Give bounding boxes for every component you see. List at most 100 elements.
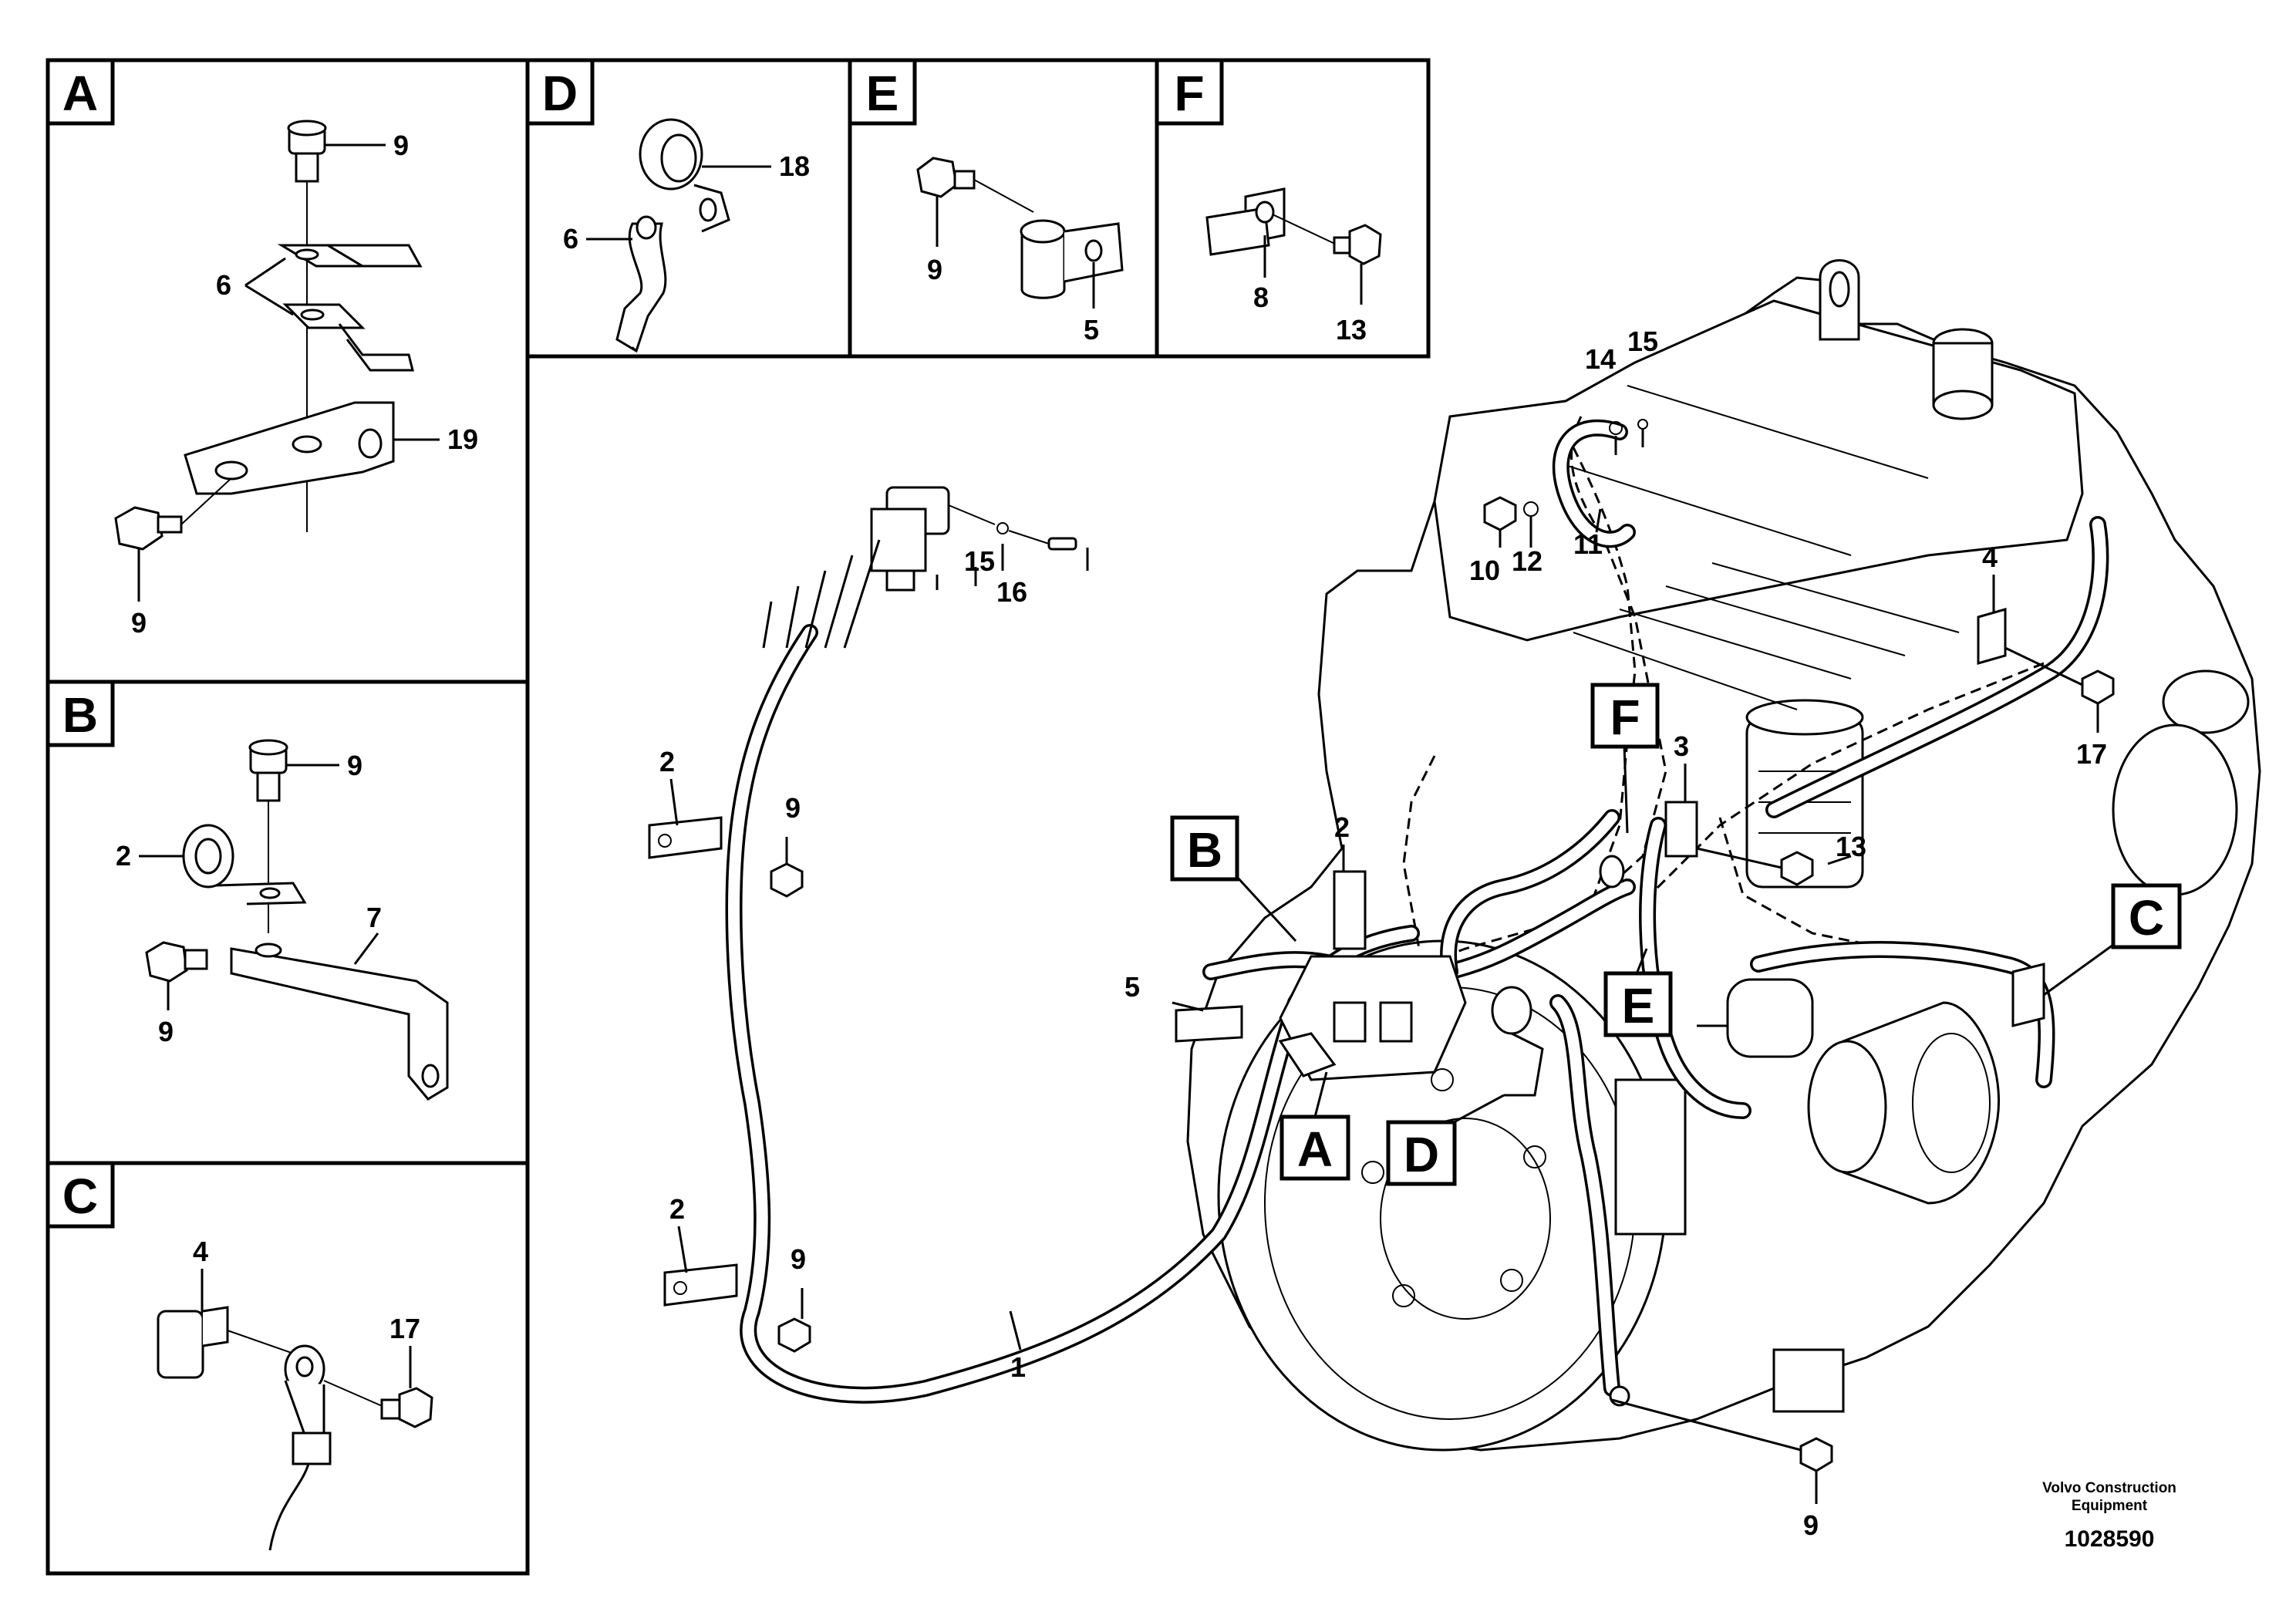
bolt-icon (2081, 669, 2115, 705)
clamp-icon (1333, 870, 1367, 950)
callout-4: 4 (1982, 541, 1998, 573)
bolt-icon (380, 1387, 433, 1428)
connector-icon (157, 1306, 229, 1379)
callout-2-engine: 2 (1334, 811, 1350, 843)
clamp-icon (1491, 986, 1544, 1097)
callout-16: 16 (996, 576, 1027, 608)
callout-15-sensor: 15 (964, 545, 995, 577)
main-callouts: 15 16 2 9 2 9 1 5 2 3 13 4 17 14 15 10 1… (659, 325, 2107, 1541)
bolt-icon (145, 941, 208, 983)
callout-5: 5 (1124, 971, 1140, 1003)
svg-text:B: B (1187, 822, 1222, 878)
connector-icon (870, 486, 950, 592)
document-number: 1028590 (2065, 1526, 2155, 1552)
callout-a-6: 6 (216, 269, 231, 301)
view-tag-a: A (1279, 1114, 1350, 1181)
bracket-icon (184, 401, 395, 495)
callout-2-lower: 2 (669, 1193, 685, 1225)
company-name: Volvo Construction (2042, 1480, 2176, 1496)
panel-letter-f: F (1174, 66, 1204, 121)
callout-f-8: 8 (1253, 282, 1269, 313)
panel-c: C 4 17 (46, 1161, 433, 1551)
view-tag-c: C (2111, 883, 2182, 949)
clamp-icon (639, 118, 730, 233)
footer: Volvo Construction Equipment 1028590 (2042, 1480, 2176, 1552)
clamp-icon (1175, 1005, 1243, 1043)
view-tag-e: E (1603, 971, 1673, 1037)
callout-b-9-top: 9 (347, 750, 362, 781)
callout-2-upper: 2 (659, 746, 675, 777)
ring-terminal-icon (268, 1344, 332, 1551)
panel-frames (46, 58, 1431, 1576)
callout-c-17: 17 (389, 1313, 420, 1344)
view-tag-f: F (1590, 683, 1660, 749)
callout-9-lower: 9 (791, 1243, 806, 1275)
company-name-line2: Equipment (2072, 1498, 2148, 1514)
callout-b-9-bottom: 9 (158, 1016, 174, 1047)
panel-a: A 9 6 19 (46, 58, 478, 639)
svg-text:C: C (2129, 890, 2164, 946)
bolt-icon (1799, 1437, 1833, 1472)
control-module-icon (1278, 955, 1467, 1081)
bolt-icon (777, 1317, 811, 1353)
callout-13: 13 (1836, 831, 1866, 862)
clip-icon (1205, 187, 1286, 256)
panel-f: F 8 13 (1155, 58, 1382, 346)
callout-3: 3 (1674, 730, 1689, 762)
clamp-icon (648, 816, 723, 859)
view-tags: B A D F E C (1170, 683, 2182, 1186)
svg-text:F: F (1610, 690, 1640, 745)
starter-motor-icon (1697, 978, 1814, 1058)
svg-text:D: D (1404, 1127, 1439, 1182)
bracket-icon (615, 215, 667, 353)
oil-filter-icon (1807, 1001, 2000, 1205)
bolt-icon (287, 120, 327, 183)
panel-letter-d: D (542, 66, 578, 121)
callout-d-18: 18 (779, 150, 810, 182)
turbo-icon (2112, 669, 2250, 896)
panel-d: D 18 6 (525, 58, 810, 353)
panel-letter-e: E (866, 66, 899, 121)
callout-10: 10 (1469, 555, 1500, 586)
oil-filler-cap-icon (1932, 328, 1994, 420)
clip-icon (277, 244, 423, 268)
clamp-icon (1020, 219, 1124, 299)
callout-15-engine: 15 (1627, 325, 1658, 357)
clamp-icon (2011, 963, 2045, 1027)
callout-9-upper: 9 (785, 792, 801, 824)
callout-14: 14 (1585, 343, 1616, 375)
svg-text:A: A (1297, 1121, 1333, 1177)
clamp-icon (182, 824, 307, 905)
bolt-icon (1483, 496, 1517, 531)
callout-e-5: 5 (1084, 314, 1099, 346)
clamp-icon (1977, 608, 2007, 665)
clamp-icon (1599, 855, 1625, 889)
svg-text:E: E (1622, 978, 1655, 1034)
panel-letter-b: B (62, 687, 98, 743)
callout-a-9-top: 9 (393, 130, 409, 161)
callout-e-9: 9 (927, 254, 942, 285)
clip-icon (282, 303, 414, 372)
clamp-icon (1664, 801, 1698, 858)
callout-9-bottom: 9 (1803, 1509, 1819, 1541)
callout-c-4: 4 (193, 1236, 208, 1267)
panel-letter-c: C (62, 1168, 98, 1224)
callout-12: 12 (1512, 545, 1542, 577)
view-tag-d: D (1386, 1120, 1457, 1186)
bolt-icon (1780, 851, 1814, 886)
callout-b-7: 7 (366, 902, 382, 933)
callout-b-2: 2 (116, 840, 131, 872)
panel-e: E 9 5 (848, 58, 1124, 346)
lifting-eye-icon (1819, 259, 1860, 341)
panel-b: B 9 2 7 9 (46, 679, 449, 1101)
callout-17: 17 (2076, 738, 2107, 770)
engine-illustration (648, 259, 2261, 1504)
clamp-icon (663, 1263, 738, 1307)
callout-11: 11 (1573, 528, 1603, 560)
bolt-icon (916, 157, 976, 198)
panel-letter-a: A (62, 66, 98, 121)
callout-1-harness: 1 (1010, 1351, 1026, 1383)
view-tag-b: B (1170, 815, 1239, 882)
bolt-icon (114, 506, 183, 551)
